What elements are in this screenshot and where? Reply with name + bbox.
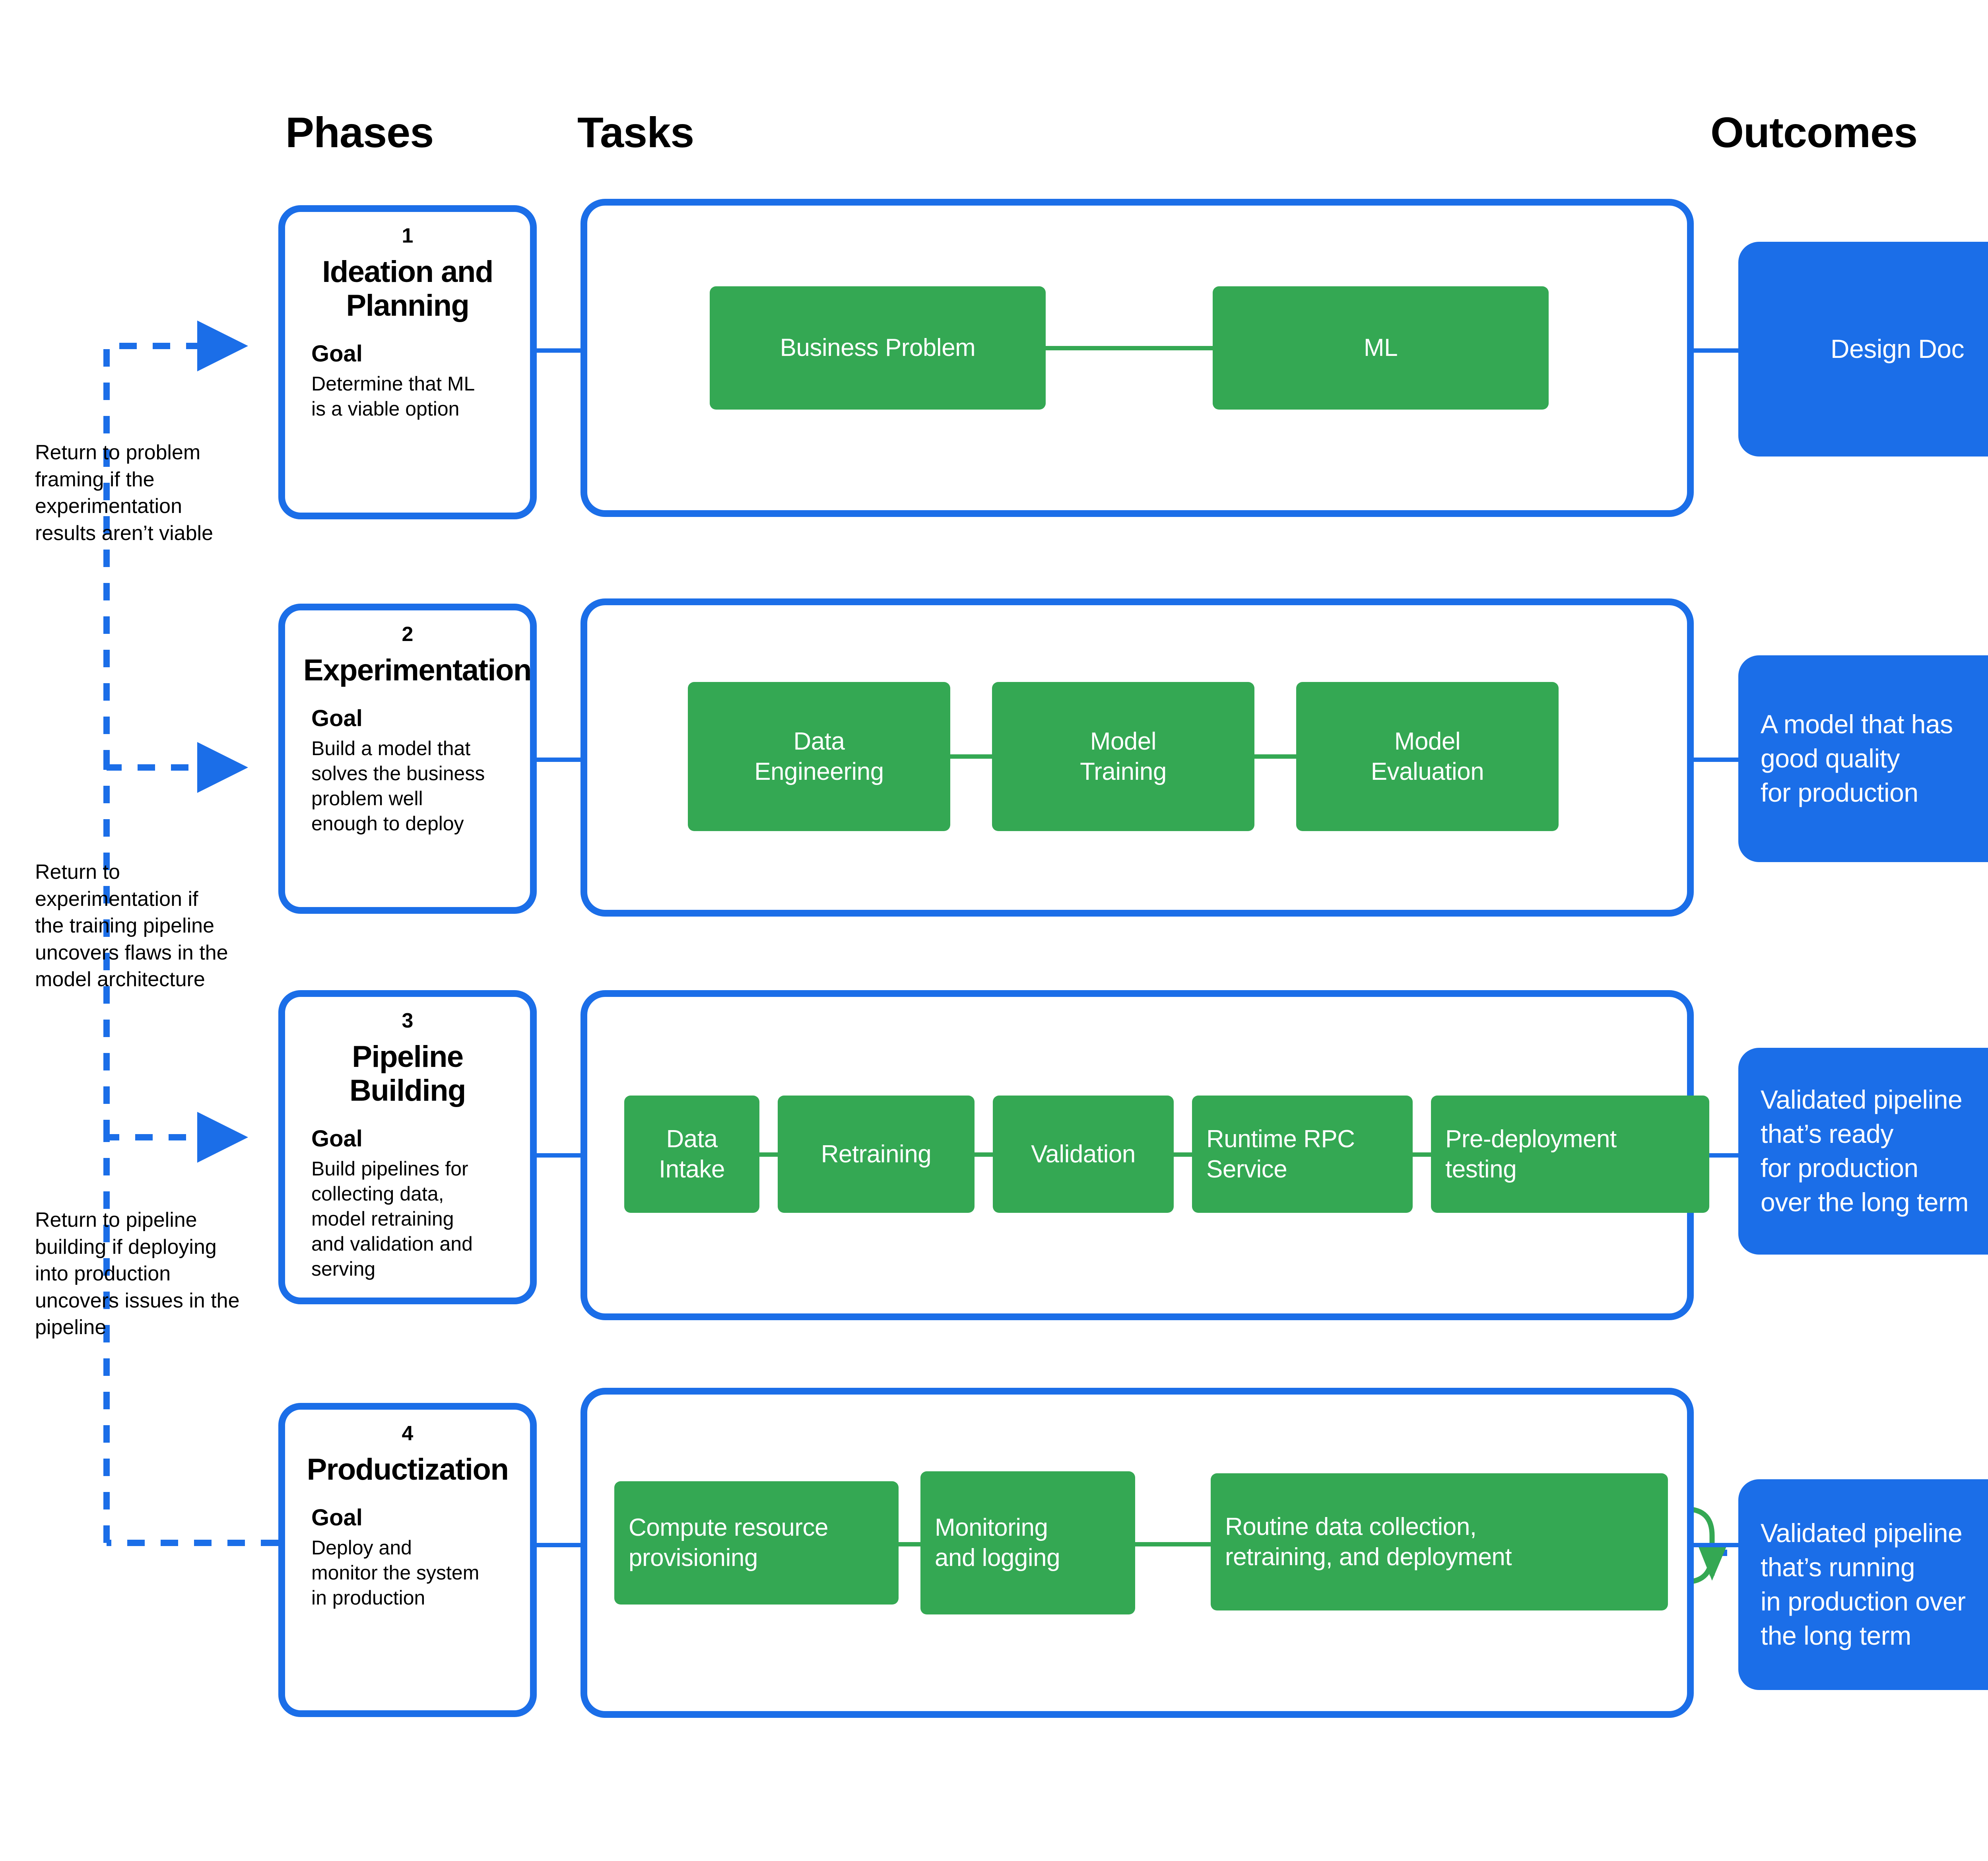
- goal-text: Deploy and monitor the system in product…: [311, 1536, 480, 1609]
- task-box-business-problem[interactable]: Business Problem: [710, 286, 1046, 410]
- connector-task-row2-a: [950, 754, 992, 759]
- task-box-validation[interactable]: Validation: [993, 1096, 1174, 1213]
- phase-number: 3: [402, 1009, 414, 1032]
- feedback-arrow-1: [103, 321, 248, 767]
- connector-task-row3-b: [975, 1152, 993, 1157]
- phase-title: Productization: [307, 1453, 509, 1486]
- connector-phase3-tasks: [537, 1153, 580, 1158]
- phase-card-2[interactable]: 2 Experimentation Goal Build a model tha…: [278, 604, 537, 914]
- phase-card-3[interactable]: 3 Pipeline Building Goal Build pipelines…: [278, 990, 537, 1304]
- task-box-model-training[interactable]: Model Training: [992, 682, 1254, 831]
- connector-phase2-tasks: [537, 758, 580, 762]
- connector-task-row4-a: [899, 1542, 920, 1546]
- goal-label: Goal: [311, 1505, 363, 1531]
- task-box-data-engineering[interactable]: Data Engineering: [688, 682, 950, 831]
- task-box-retraining[interactable]: Retraining: [778, 1096, 975, 1213]
- outcome-box-validated-pipeline-ready[interactable]: Validated pipeline that’s ready for prod…: [1738, 1048, 1988, 1255]
- tasks-panel-1: [580, 199, 1694, 517]
- phase-number: 4: [402, 1422, 414, 1445]
- goal-text: Build pipelines for collecting data, mod…: [311, 1157, 473, 1280]
- phase-goal-block: Goal Determine that ML is a viable optio…: [303, 341, 512, 422]
- column-header-outcomes: Outcomes: [1710, 108, 1918, 156]
- phase-number: 1: [402, 224, 414, 247]
- goal-text: Build a model that solves the business p…: [311, 737, 485, 835]
- phase-goal-block: Goal Build a model that solves the busin…: [303, 705, 512, 836]
- task-box-ml[interactable]: ML: [1213, 286, 1549, 410]
- task-box-pre-deployment-testing[interactable]: Pre-deployment testing: [1431, 1096, 1709, 1213]
- outcome-box-design-doc[interactable]: Design Doc: [1738, 242, 1988, 457]
- connector-tasks4-outcome4: [1691, 1543, 1738, 1547]
- task-box-runtime-rpc-service[interactable]: Runtime RPC Service: [1192, 1096, 1413, 1213]
- goal-label: Goal: [311, 705, 363, 732]
- phase-number: 2: [402, 623, 414, 646]
- connector-tasks3-outcome3: [1691, 1153, 1738, 1158]
- phase-title: Pipeline Building: [349, 1040, 466, 1108]
- phase-card-4[interactable]: 4 Productization Goal Deploy and monitor…: [278, 1403, 537, 1717]
- feedback-note-1: Return to problem framing if the experim…: [35, 441, 213, 545]
- phase-card-1[interactable]: 1 Ideation and Planning Goal Determine t…: [278, 205, 537, 519]
- goal-text: Determine that ML is a viable option: [311, 372, 475, 420]
- connector-task-row1: [1046, 346, 1213, 350]
- connector-task-row2-b: [1254, 754, 1296, 759]
- task-box-compute-resource-provisioning[interactable]: Compute resource provisioning: [614, 1481, 899, 1605]
- phase-title: Ideation and Planning: [322, 255, 493, 323]
- feedback-note-3: Return to pipeline building if deploying…: [35, 1208, 240, 1339]
- outcome-box-validated-pipeline-running[interactable]: Validated pipeline that’s running in pro…: [1738, 1479, 1988, 1690]
- column-header-phases: Phases: [285, 108, 434, 156]
- outcome-box-model-quality[interactable]: A model that has good quality for produc…: [1738, 655, 1988, 862]
- connector-tasks2-outcome2: [1691, 758, 1738, 762]
- task-box-routine-data-collection[interactable]: Routine data collection, retraining, and…: [1211, 1473, 1668, 1610]
- connector-task-row3-d: [1413, 1152, 1431, 1157]
- phase-goal-block: Goal Build pipelines for collecting data…: [303, 1126, 512, 1282]
- connector-task-row4-b: [1135, 1542, 1211, 1546]
- connector-phase4-tasks: [537, 1543, 580, 1547]
- connector-tasks1-outcome1: [1691, 348, 1738, 353]
- task-box-data-intake[interactable]: Data Intake: [624, 1096, 759, 1213]
- goal-label: Goal: [311, 1126, 363, 1152]
- connector-task-row3-a: [759, 1152, 778, 1157]
- connector-task-row3-c: [1174, 1152, 1192, 1157]
- goal-label: Goal: [311, 341, 363, 367]
- column-header-tasks: Tasks: [577, 108, 694, 156]
- task-box-model-evaluation[interactable]: Model Evaluation: [1296, 682, 1559, 831]
- phase-title: Experimentation: [303, 653, 532, 687]
- phase-goal-block: Goal Deploy and monitor the system in pr…: [303, 1505, 512, 1610]
- feedback-note-2: Return to experimentation if the trainin…: [35, 861, 228, 991]
- task-box-monitoring-and-logging[interactable]: Monitoring and logging: [920, 1471, 1135, 1614]
- connector-phase1-tasks: [537, 348, 580, 353]
